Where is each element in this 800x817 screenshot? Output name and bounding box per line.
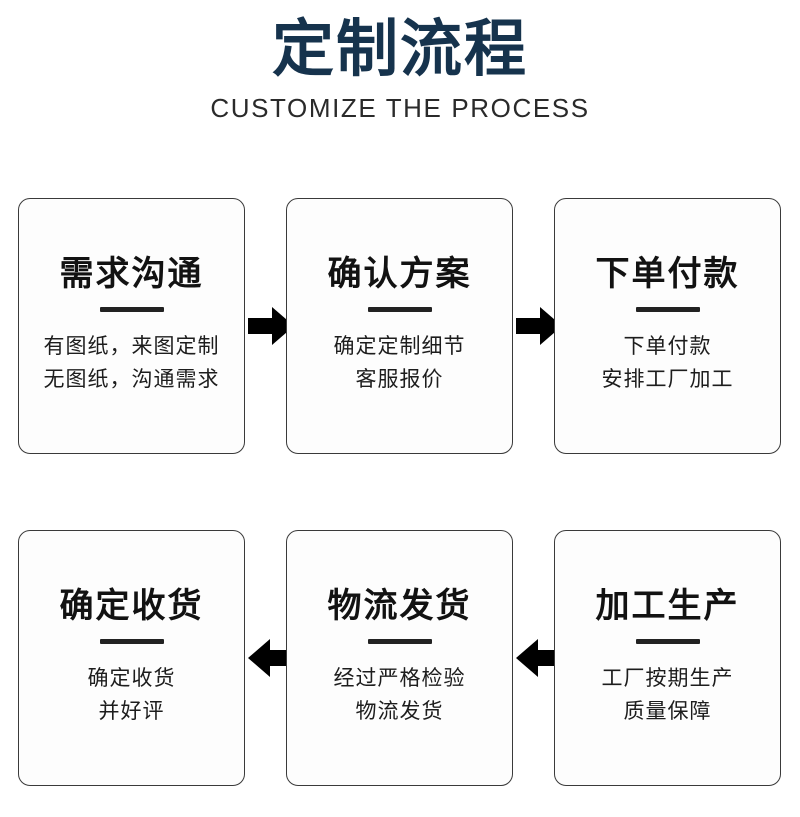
step-card-divider: [99, 638, 164, 644]
step-card-6-confirm-receipt[interactable]: 确定收货 确定收货 并好评: [18, 530, 245, 786]
process-flow-diagram: 需求沟通 有图纸，来图定制 无图纸，沟通需求 确认方案 确定定制细节 客服报价 …: [0, 198, 800, 786]
step-card-title: 确认方案: [327, 253, 472, 294]
step-card-line-2: 无图纸，沟通需求: [43, 366, 220, 391]
step-card-4-production-manufacturing[interactable]: 加工生产 工厂按期生产 质量保障: [554, 530, 781, 786]
step-card-line-2: 并好评: [98, 698, 165, 723]
step-card-title: 加工生产: [595, 585, 740, 626]
step-card-line-2: 物流发货: [355, 698, 444, 723]
step-card-divider: [635, 638, 700, 644]
step-card-line-2: 客服报价: [355, 366, 444, 391]
step-card-divider: [367, 638, 432, 644]
step-card-title: 物流发货: [327, 585, 472, 626]
step-card-title: 需求沟通: [59, 253, 204, 294]
step-card-divider: [635, 306, 700, 312]
arrow-left-icon: [516, 636, 562, 680]
step-card-5-logistics-shipping[interactable]: 物流发货 经过严格检验 物流发货: [286, 530, 513, 786]
step-card-line-1: 确定收货: [87, 665, 176, 690]
page-title: 定制流程: [271, 12, 528, 85]
arrow-right-icon: [516, 304, 562, 348]
flow-row-bottom: 确定收货 确定收货 并好评 物流发货 经过严格检验 物流发货 加工生产 工厂按期…: [0, 530, 800, 786]
step-card-line-1: 确定定制细节: [333, 333, 466, 358]
step-card-line-2: 安排工厂加工: [601, 366, 734, 391]
step-card-3-place-order-payment[interactable]: 下单付款 下单付款 安排工厂加工: [554, 198, 781, 454]
step-card-line-1: 工厂按期生产: [601, 665, 734, 690]
arrow-left-icon: [248, 636, 294, 680]
step-card-title: 下单付款: [595, 253, 740, 294]
arrow-right-icon: [248, 304, 294, 348]
step-card-1-requirement-communication[interactable]: 需求沟通 有图纸，来图定制 无图纸，沟通需求: [18, 198, 245, 454]
page-header: 定制流程 CUSTOMIZE THE PROCESS: [0, 0, 800, 121]
step-card-line-1: 有图纸，来图定制: [43, 333, 220, 358]
page-subtitle: CUSTOMIZE THE PROCESS: [210, 93, 590, 124]
step-card-line-1: 经过严格检验: [333, 665, 466, 690]
step-card-line-2: 质量保障: [623, 698, 712, 723]
step-card-line-1: 下单付款: [623, 333, 712, 358]
step-card-divider: [99, 306, 164, 312]
step-card-title: 确定收货: [59, 585, 204, 626]
step-card-2-confirm-plan[interactable]: 确认方案 确定定制细节 客服报价: [286, 198, 513, 454]
flow-row-top: 需求沟通 有图纸，来图定制 无图纸，沟通需求 确认方案 确定定制细节 客服报价 …: [0, 198, 800, 454]
step-card-divider: [367, 306, 432, 312]
